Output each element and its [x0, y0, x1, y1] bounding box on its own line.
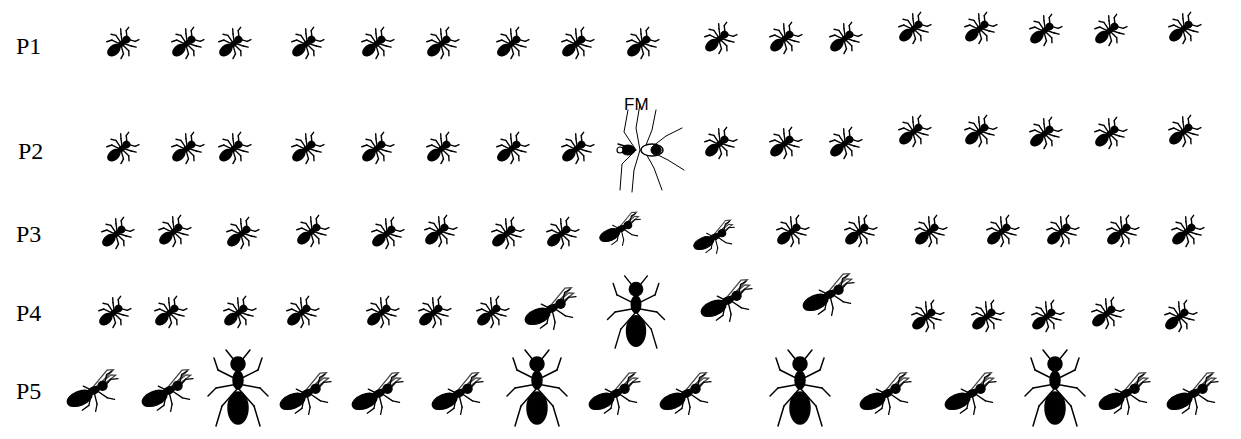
row-label: P3 [16, 222, 41, 246]
ant-row [95, 210, 1208, 260]
row-label: P1 [16, 34, 41, 58]
ant-row [100, 104, 1205, 192]
ant-row [100, 8, 1205, 66]
row-label: P4 [16, 301, 41, 325]
ant-row [62, 350, 1227, 426]
ant-row [92, 271, 1201, 348]
row-label: P2 [18, 139, 43, 163]
callout-label: FM [624, 96, 649, 113]
row-label: P5 [16, 379, 41, 403]
